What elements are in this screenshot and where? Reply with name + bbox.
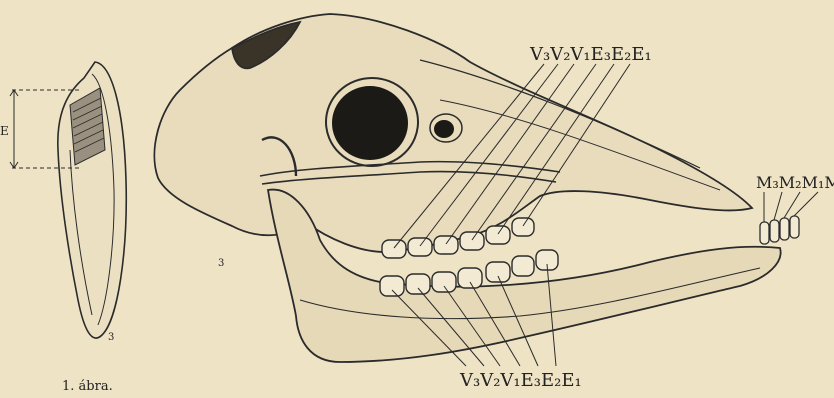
skull-mark-label: 3 (218, 258, 224, 269)
tooth-mark-label: 3 (108, 332, 114, 343)
tooth-scale-label: E (0, 124, 9, 138)
figure-caption: 1. ábra. (62, 379, 113, 394)
incisor-label: M₃M₂M₁M (756, 173, 834, 192)
upper-teeth-label: V₃V₂V₁E₃E₂E₁ (529, 44, 652, 65)
lower-teeth-label: V₃V₂V₁E₃E₂E₁ (459, 370, 582, 391)
